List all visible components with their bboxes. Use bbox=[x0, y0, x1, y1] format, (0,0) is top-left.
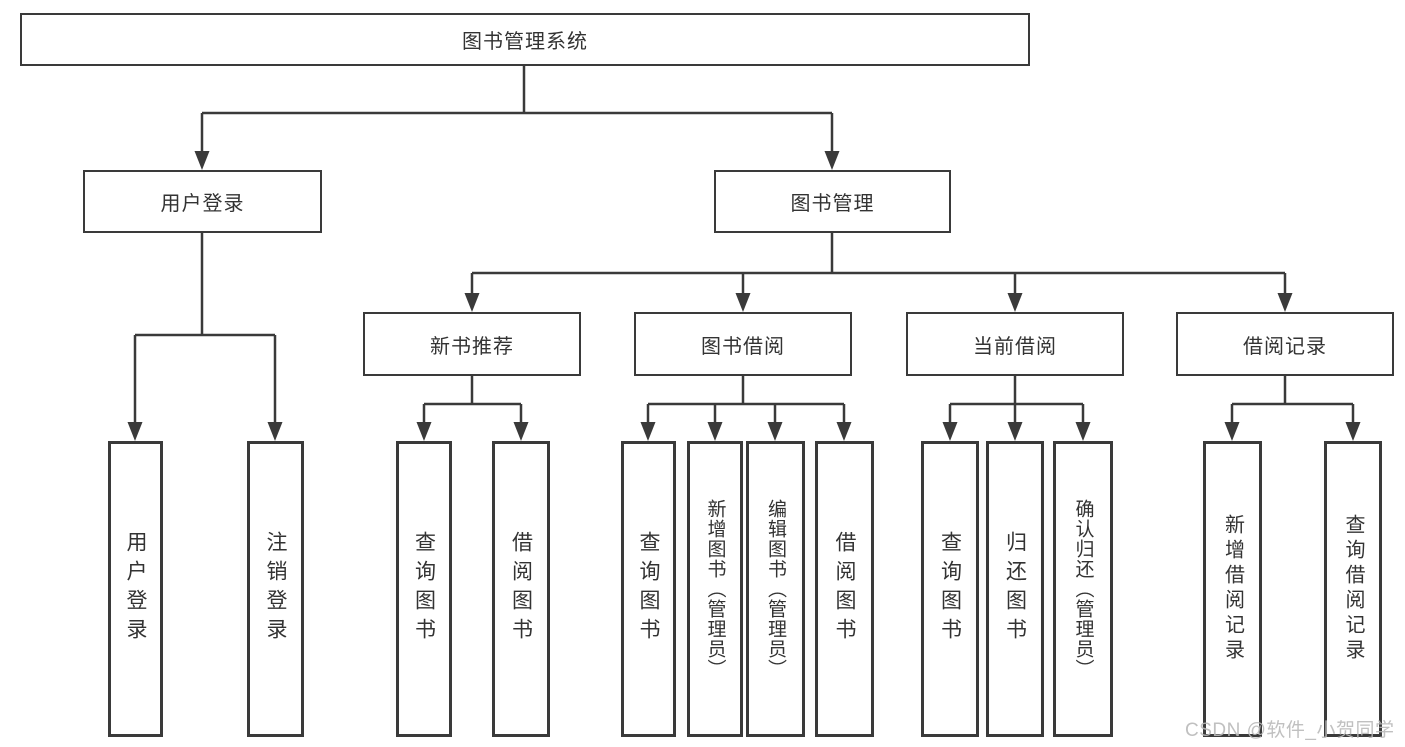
node-label: 查询图书 bbox=[412, 531, 436, 647]
node-label: 查询借阅记录 bbox=[1342, 514, 1364, 664]
node-book-management: 图书管理 bbox=[714, 170, 951, 233]
node-label: 编辑图书（管理员） bbox=[765, 499, 786, 679]
node-leaf-borrow-books-recommend: 借阅图书 bbox=[492, 441, 550, 737]
node-user-login: 用户登录 bbox=[83, 170, 322, 233]
node-label: 归还图书 bbox=[1003, 531, 1027, 647]
node-leaf-query-borrow-record: 查询借阅记录 bbox=[1324, 441, 1382, 737]
node-library-management-system: 图书管理系统 bbox=[20, 13, 1030, 66]
node-label: 图书管理 bbox=[790, 193, 875, 215]
node-leaf-edit-book-admin: 编辑图书（管理员） bbox=[746, 441, 805, 737]
node-leaf-borrow-books: 借阅图书 bbox=[815, 441, 874, 737]
node-label: 图书借阅 bbox=[701, 335, 785, 358]
node-label: 新书推荐 bbox=[430, 335, 514, 358]
node-label: 注销登录 bbox=[264, 531, 287, 647]
node-leaf-add-borrow-record: 新增借阅记录 bbox=[1203, 441, 1262, 737]
node-leaf-query-books-current: 查询图书 bbox=[921, 441, 979, 737]
node-label: 用户登录 bbox=[124, 531, 147, 647]
node-label: 图书管理系统 bbox=[462, 31, 588, 53]
node-label: 用户登录 bbox=[160, 193, 245, 215]
node-label: 新增图书（管理员） bbox=[704, 499, 726, 679]
node-leaf-return-book: 归还图书 bbox=[986, 441, 1044, 737]
node-label: 借阅记录 bbox=[1243, 335, 1327, 358]
arrowheads bbox=[127, 151, 1361, 441]
node-label: 查询图书 bbox=[938, 531, 962, 647]
node-label: 借阅图书 bbox=[509, 531, 533, 647]
node-leaf-query-books-borrowing: 查询图书 bbox=[621, 441, 676, 737]
node-leaf-add-book-admin: 新增图书（管理员） bbox=[687, 441, 743, 737]
node-leaf-logout: 注销登录 bbox=[247, 441, 304, 737]
node-label: 当前借阅 bbox=[973, 335, 1057, 358]
node-label: 确认归还（管理员） bbox=[1072, 499, 1094, 679]
node-borrowing-records: 借阅记录 bbox=[1176, 312, 1394, 376]
node-label: 借阅图书 bbox=[833, 531, 856, 647]
node-label: 新增借阅记录 bbox=[1221, 514, 1244, 664]
node-book-borrowing: 图书借阅 bbox=[634, 312, 852, 376]
node-leaf-confirm-return-admin: 确认归还（管理员） bbox=[1053, 441, 1113, 737]
node-leaf-user-login: 用户登录 bbox=[108, 441, 163, 737]
csdn-watermark: CSDN @软件_小贺同学 bbox=[1185, 720, 1395, 741]
node-current-borrowing: 当前借阅 bbox=[906, 312, 1124, 376]
node-new-book-recommendation: 新书推荐 bbox=[363, 312, 581, 376]
node-leaf-query-books-recommend: 查询图书 bbox=[396, 441, 452, 737]
node-label: 查询图书 bbox=[637, 531, 660, 647]
